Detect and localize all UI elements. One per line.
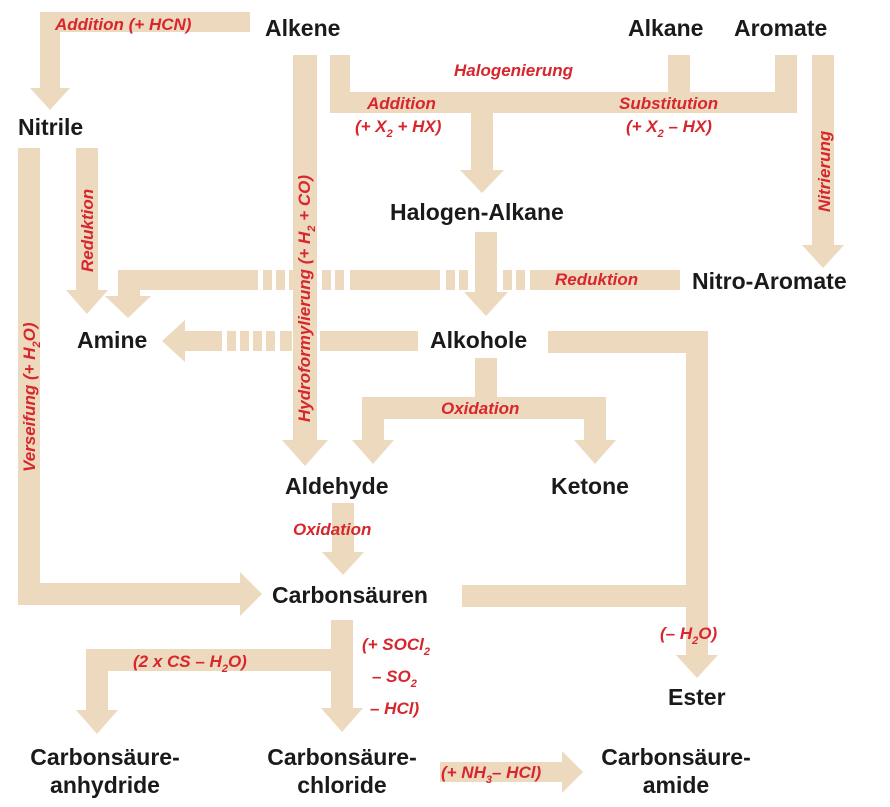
arrow-nitro-amine-dash xyxy=(516,270,525,290)
node-carbonsaeure-chloride: Carbonsäure- chloride xyxy=(252,743,432,799)
arrow-nitro-amine-dash xyxy=(276,270,285,290)
label-substitution-formula: (+ X2 – HX) xyxy=(626,117,712,140)
label-anhydride-condensation: (2 x CS – H2O) xyxy=(133,652,247,675)
label-reduktion-nitrile: Reduktion xyxy=(78,188,97,272)
label-nitrierung: Nitrierung xyxy=(815,130,834,212)
node-aromate: Aromate xyxy=(734,15,828,41)
node-ketone: Ketone xyxy=(551,473,629,499)
label-socl2-line1: (+ SOCl2 xyxy=(362,635,430,658)
node-carbonsaeuren: Carbonsäuren xyxy=(272,582,428,608)
arrow-alkene-nitrile xyxy=(30,12,250,110)
node-carbonsaeure-anhydride: Carbonsäure- anhydride xyxy=(15,743,195,799)
label-socl2-line2: – SO2 xyxy=(372,667,417,690)
label-socl2-line3: – HCl) xyxy=(370,699,420,718)
arrow-oxidation-alkohole xyxy=(352,358,616,464)
arrow-alkohole-amine-dash xyxy=(240,331,249,351)
arrow-nitro-amine-dash xyxy=(322,270,331,290)
node-amine: Amine xyxy=(77,327,148,353)
node-halogen-alkane: Halogen-Alkane xyxy=(390,199,564,225)
arrow-nitro-amine-dash xyxy=(446,270,455,290)
node-carbonsaeure-amide: Carbonsäure- amide xyxy=(586,743,766,799)
arrow-chloride-amide xyxy=(440,751,583,793)
arrow-carbonsaeuren-ester xyxy=(462,585,708,607)
node-alkane: Alkane xyxy=(628,15,704,41)
arrow-nitro-amine-dash xyxy=(263,270,272,290)
node-anhydride-line2: anhydride xyxy=(50,772,160,798)
node-alkohole: Alkohole xyxy=(430,327,528,353)
label-halogenierung: Halogenierung xyxy=(454,61,574,80)
arrow-carbonsaeuren-derivatives xyxy=(76,620,363,734)
arrow-alkohole-amine-segment xyxy=(280,331,292,351)
arrow-alkohole-amine-segment xyxy=(320,331,418,351)
arrow-alkohole-amine-dash xyxy=(253,331,262,351)
node-amide-line1: Carbonsäure- xyxy=(601,744,751,770)
node-aldehyde: Aldehyde xyxy=(285,473,389,499)
arrow-halogenierung xyxy=(330,55,797,193)
arrow-halogenalkane-alkohole xyxy=(464,232,508,316)
node-chloride-line2: chloride xyxy=(297,772,387,798)
label-substitution: Substitution xyxy=(619,94,719,113)
arrow-nitro-amine-dash xyxy=(289,270,298,290)
node-anhydride-line1: Carbonsäure- xyxy=(30,744,180,770)
label-addition-formula: (+ X2 + HX) xyxy=(355,117,442,140)
node-ester: Ester xyxy=(668,684,726,710)
arrow-alkohole-amine-dash xyxy=(227,331,236,351)
label-nh3: (+ NH3– HCl) xyxy=(441,763,542,786)
label-oxidation-aldehyde: Oxidation xyxy=(293,520,372,539)
arrow-alkohole-ester xyxy=(548,331,718,678)
label-oxidation-alkohole: Oxidation xyxy=(441,399,520,418)
arrow-nitro-amine-segment xyxy=(530,270,680,290)
arrow-nitro-amine-segment xyxy=(350,270,440,290)
arrow-alkene-aldehyde xyxy=(282,55,328,466)
node-alkene: Alkene xyxy=(265,15,341,41)
node-nitrile: Nitrile xyxy=(18,114,84,140)
node-nitro-aromate: Nitro-Aromate xyxy=(692,268,847,294)
label-minus-h2o: (– H2O) xyxy=(660,624,718,647)
node-chloride-line1: Carbonsäure- xyxy=(267,744,417,770)
arrow-nitro-amine-dash xyxy=(335,270,344,290)
node-amide-line2: amide xyxy=(642,772,710,798)
label-hydroformylierung: Hydroformylierung (+ H2 + CO) xyxy=(295,174,318,422)
arrow-aldehyde-carbonsaeuren xyxy=(322,503,364,575)
arrow-nitro-amine-dash xyxy=(302,270,311,290)
arrow-nitro-amine-dash xyxy=(459,270,468,290)
arrow-alkohole-amine-dash xyxy=(266,331,275,351)
label-addition: Addition xyxy=(367,94,436,113)
label-reduktion-nitro: Reduktion xyxy=(555,270,639,289)
arrow-nitrile-amine xyxy=(66,148,108,314)
arrow-nitro-amine-dash xyxy=(503,270,512,290)
arrow-nitro-amine-head xyxy=(105,270,258,318)
label-addition-hcn: Addition (+ HCN) xyxy=(55,15,192,34)
label-verseifung: Verseifung (+ H2O) xyxy=(20,322,43,472)
arrow-nitrile-carbonsaeuren xyxy=(18,148,262,616)
arrow-nitrierung xyxy=(802,55,844,268)
arrow-alkohole-amine-head xyxy=(162,320,222,362)
